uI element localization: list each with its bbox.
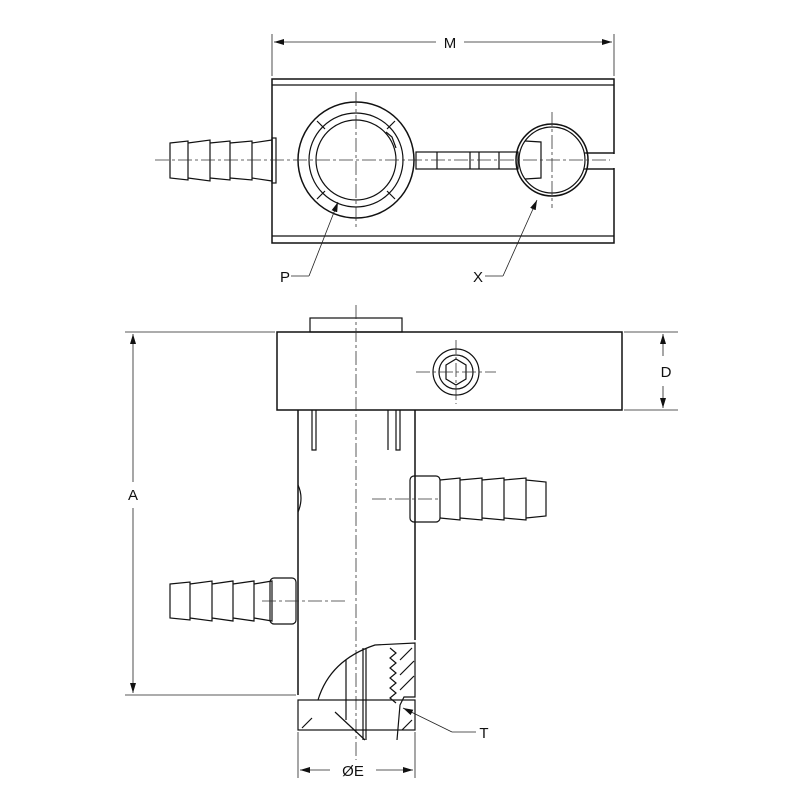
top-block (271, 78, 615, 244)
cutaway-section (301, 642, 416, 741)
label-a: A (128, 487, 138, 504)
dimension-d: D (624, 331, 678, 411)
hose-barb-right (409, 475, 547, 523)
label-t: T (479, 725, 488, 742)
label-e: ØE (342, 763, 364, 780)
front-view: D (125, 305, 678, 780)
hose-barb-left (169, 577, 297, 625)
hose-barb-top (169, 137, 277, 184)
label-m: M (444, 35, 457, 52)
label-d: D (661, 364, 672, 381)
channel (415, 151, 519, 170)
clamp-block (276, 331, 623, 411)
label-x: X (473, 269, 483, 286)
top-view: M (155, 34, 616, 286)
dimension-e: ØE (297, 732, 416, 780)
dimension-a: A (125, 331, 296, 696)
label-p: P (280, 269, 290, 286)
dimension-m: M (271, 34, 615, 76)
